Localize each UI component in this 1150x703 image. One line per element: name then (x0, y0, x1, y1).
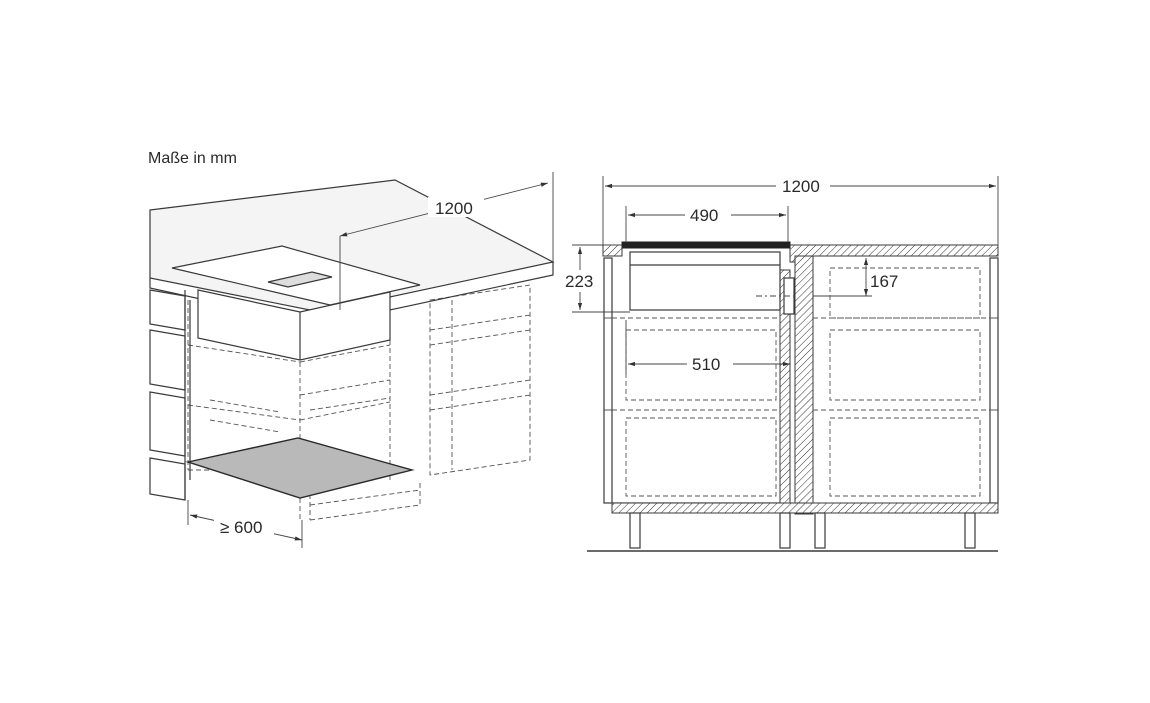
bottom-plate (185, 437, 415, 499)
left-width-label: 1200 (435, 199, 473, 218)
plinth (611, 502, 999, 514)
right-overall-width-label: 1200 (782, 177, 820, 196)
drawer-fronts (149, 289, 186, 501)
isometric-view: 1200 ≥ 600 (149, 172, 555, 548)
units-caption: Maße in mm (148, 150, 237, 167)
right-offset-label: 167 (870, 272, 898, 291)
hob-glass (621, 241, 791, 249)
front-section-view: 1200 490 223 167 510 (562, 175, 999, 552)
worktop-left (602, 244, 623, 257)
cabinet-legs (629, 512, 976, 549)
right-hob-width-label: 490 (690, 206, 718, 225)
right-depth-label: 223 (565, 272, 593, 291)
left-depth-label: ≥ 600 (220, 518, 262, 537)
cabinet-right (794, 255, 999, 515)
hob-housing-section (629, 251, 781, 311)
downdraft-slot (267, 271, 333, 288)
right-unit-width-label: 510 (692, 355, 720, 374)
